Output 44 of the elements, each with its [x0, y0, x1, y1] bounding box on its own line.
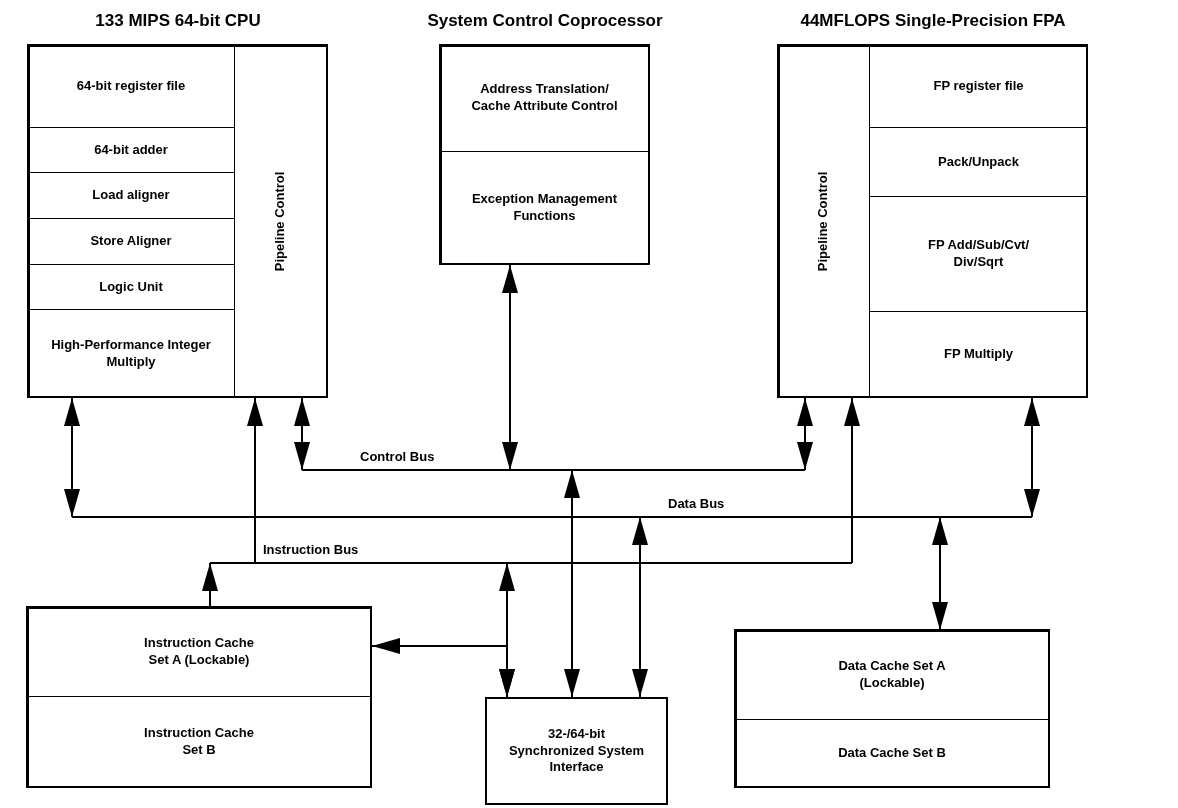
- arrow: [844, 397, 860, 564]
- block-label: Data Cache Set B: [837, 745, 947, 762]
- function-block: [26, 606, 372, 697]
- function-block: [485, 697, 668, 805]
- block-label: Exception Management Functions: [470, 191, 619, 225]
- double-arrow: [797, 397, 813, 471]
- unit-title: 133 MIPS 64-bit CPU: [94, 10, 262, 32]
- block-label: Pipeline Control: [272, 171, 289, 271]
- block-label: Data Cache Set A (Lockable): [837, 657, 947, 692]
- block-label: Load aligner: [91, 187, 171, 204]
- block-label: Address Translation/ Cache Attribute Control: [470, 81, 619, 115]
- block-label: Instruction Cache Set B: [143, 725, 255, 759]
- block-label: FP Add/Sub/Cvt/ Div/Sqrt: [926, 237, 1031, 271]
- block-label: Pipeline Control: [815, 171, 832, 271]
- bus-label: Instruction Bus: [263, 542, 359, 557]
- cache-block: [735, 630, 1050, 788]
- unit-title: 44MFLOPS Single-Precision FPA: [799, 10, 1067, 32]
- double-arrow: [1024, 397, 1040, 518]
- double-arrow: [564, 469, 580, 698]
- unit-title: System Control Coprocessor: [426, 10, 664, 32]
- function-block: [439, 44, 650, 152]
- double-arrow: [632, 516, 648, 698]
- block-label: FP register file: [932, 77, 1025, 95]
- double-arrow: [294, 397, 310, 471]
- cache-block: [27, 607, 372, 788]
- arrow: [247, 397, 263, 564]
- double-arrow: [64, 397, 80, 518]
- block-label: FP Multiply: [942, 346, 1015, 363]
- block-label: 64-bit register file: [75, 77, 187, 95]
- function-block: [777, 44, 870, 398]
- block-label: Pack/Unpack: [937, 153, 1020, 171]
- double-arrow: [932, 516, 948, 631]
- block-label: Logic Unit: [98, 278, 164, 296]
- function-block: [734, 629, 1050, 720]
- function-block: [27, 44, 235, 128]
- block-label: 64-bit adder: [93, 141, 169, 159]
- block-label: High-Performance Integer Multiply: [50, 336, 212, 371]
- bus-label: Data Bus: [668, 496, 725, 511]
- block-label: Instruction Cache Set A (Lockable): [143, 634, 255, 669]
- arrow: [202, 562, 218, 608]
- block-label: 32-/64-bit Synchronized System Interface: [507, 725, 646, 777]
- double-arrow: [502, 264, 518, 471]
- bus-label: Control Bus: [360, 449, 435, 464]
- block-label: Store Aligner: [89, 233, 173, 250]
